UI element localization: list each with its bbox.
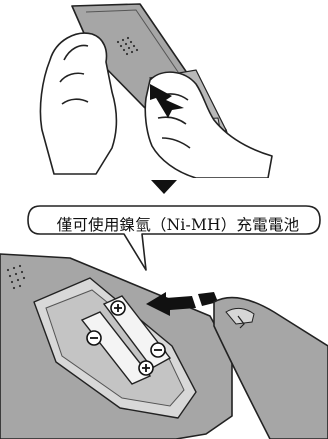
battery-minus-icon: [150, 342, 166, 358]
battery-plus-icon: [138, 360, 154, 376]
battery-minus-icon: [86, 330, 102, 346]
battery-plus-icon: [110, 300, 126, 316]
left-hand: [39, 32, 118, 175]
remove-cover-drawing: [39, 3, 273, 178]
battery-2: [80, 311, 152, 385]
slide-arrow-icon: [150, 84, 184, 118]
insert-arrow-icon: [146, 292, 218, 316]
callout-text: 僅可使用鎳氫（Ni-MH）充電電池: [56, 216, 300, 234]
callout-bubble: [27, 205, 321, 271]
right-hand: [144, 71, 273, 178]
step2-illustration: [0, 196, 328, 439]
step1-illustration: [0, 0, 328, 178]
insert-batteries-drawing: [0, 205, 328, 439]
down-arrow-icon: [151, 180, 177, 194]
